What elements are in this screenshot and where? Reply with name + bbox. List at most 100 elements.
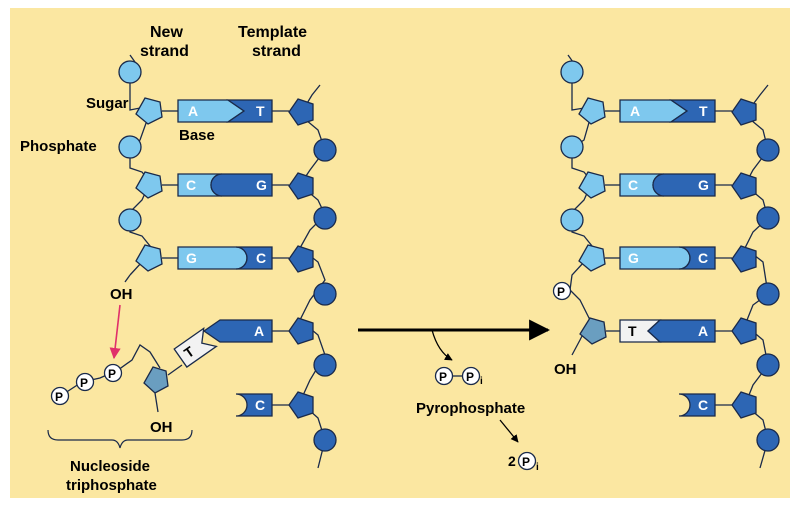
pyrophosphate-molecule: P P i xyxy=(434,366,483,387)
base-pair-a-t: A T xyxy=(619,99,716,123)
incoming-nucleotide: T P P P xyxy=(50,326,218,413)
sugar-pentagon xyxy=(578,244,606,272)
base-pair-g-c: G C xyxy=(619,246,716,270)
base-pair-t-a: T A xyxy=(619,319,716,343)
template-phosphate xyxy=(756,353,780,377)
base-letter: G xyxy=(256,177,267,193)
sugar-label: Sugar xyxy=(86,95,129,112)
release-arrow xyxy=(431,329,453,361)
pi-subscript: i xyxy=(480,376,483,387)
template-phosphate xyxy=(756,428,780,452)
template-phosphate xyxy=(756,138,780,162)
sugar-pentagon xyxy=(135,171,163,199)
left-new-backbone xyxy=(129,54,151,276)
base-label: Base xyxy=(179,127,215,144)
oh-label: OH xyxy=(150,419,173,436)
base-letter: C xyxy=(698,250,708,266)
new-phosphodiester-p xyxy=(552,281,572,301)
base-letter: C xyxy=(255,397,265,413)
new-strand-label: strand xyxy=(140,43,189,60)
sugar-pentagon xyxy=(578,97,606,125)
pyrophosphate-label: Pyrophosphate xyxy=(416,400,525,417)
template-phosphate xyxy=(313,353,337,377)
base-letter: A xyxy=(698,323,708,339)
template-sugar xyxy=(288,317,314,345)
bracket xyxy=(47,429,193,449)
phosphate-circle xyxy=(560,60,584,84)
base-letter: T xyxy=(699,103,708,119)
phosphate-p-text: P xyxy=(466,370,474,384)
base-letter: A xyxy=(188,103,198,119)
template-strand-label: Template xyxy=(238,24,307,41)
template-base-a: A xyxy=(202,319,273,343)
sugar-pentagon xyxy=(135,244,163,272)
phosphate-circle xyxy=(118,135,142,159)
sugar-pentagon xyxy=(578,171,606,199)
phosphate-circle xyxy=(560,208,584,232)
template-base-c: C xyxy=(235,393,273,417)
phosphate-p-text: P xyxy=(522,455,530,469)
template-sugar xyxy=(288,172,314,200)
template-sugar xyxy=(288,391,314,419)
phosphate-p-circle xyxy=(50,386,70,406)
base-letter: C xyxy=(698,397,708,413)
base-pair-a-t: A T xyxy=(177,99,273,123)
pi-subscript: i xyxy=(536,462,539,473)
phosphate-p-text: P xyxy=(439,370,447,384)
phosphate-p-circle xyxy=(103,363,123,383)
attack-arrow xyxy=(109,304,121,360)
triphosphate-label: triphosphate xyxy=(66,477,157,494)
template-base-c: C xyxy=(678,393,716,417)
hydrolysis-arrow xyxy=(499,419,519,443)
template-phosphate xyxy=(313,206,337,230)
base-pair-c-g: C G xyxy=(177,173,273,197)
new-sugar-pentagon xyxy=(143,366,169,394)
coefficient-label: 2 xyxy=(508,453,516,469)
new-strand-label: New xyxy=(150,24,183,41)
oh-label: OH xyxy=(110,286,133,303)
phosphate-p-text: P xyxy=(557,285,565,299)
phosphate-label: Phosphate xyxy=(20,138,97,155)
phosphate-p-circle xyxy=(75,372,95,392)
base-letter: C xyxy=(256,250,266,266)
phosphate-circle xyxy=(560,135,584,159)
new-sugar-pentagon xyxy=(579,317,607,345)
base-letter: A xyxy=(254,323,264,339)
phosphate-p-text: P xyxy=(108,367,116,381)
base-letter: G xyxy=(628,250,639,266)
right-new-backbone xyxy=(567,54,593,356)
phosphate-p-circle xyxy=(517,451,537,471)
base-letter: T xyxy=(256,103,265,119)
template-strand-label: strand xyxy=(252,43,301,60)
template-sugar xyxy=(288,245,314,273)
oh-label: OH xyxy=(554,361,577,378)
phosphate-p-text: P xyxy=(55,390,63,404)
template-phosphate xyxy=(313,428,337,452)
template-phosphate xyxy=(313,138,337,162)
template-sugar xyxy=(731,317,757,345)
base-letter: A xyxy=(630,103,640,119)
phosphate-circle xyxy=(118,60,142,84)
incoming-base-t: T xyxy=(173,326,218,368)
base-letter: T xyxy=(628,323,637,339)
template-sugar xyxy=(731,391,757,419)
base-pair-g-c: G C xyxy=(177,246,273,270)
template-phosphate xyxy=(313,282,337,306)
template-phosphate xyxy=(756,206,780,230)
base-letter: C xyxy=(628,177,638,193)
template-sugar xyxy=(731,245,757,273)
base-letter: G xyxy=(698,177,709,193)
template-sugar xyxy=(731,172,757,200)
base-pair-c-g: C G xyxy=(619,173,716,197)
phosphate-circle xyxy=(118,208,142,232)
nucleoside-label: Nucleoside xyxy=(70,458,150,475)
template-phosphate xyxy=(756,282,780,306)
sugar-pentagon xyxy=(135,97,163,125)
template-sugar xyxy=(288,98,314,126)
template-sugar xyxy=(731,98,757,126)
phosphate-p-text: P xyxy=(80,376,88,390)
base-letter: G xyxy=(186,250,197,266)
base-letter: C xyxy=(186,177,196,193)
